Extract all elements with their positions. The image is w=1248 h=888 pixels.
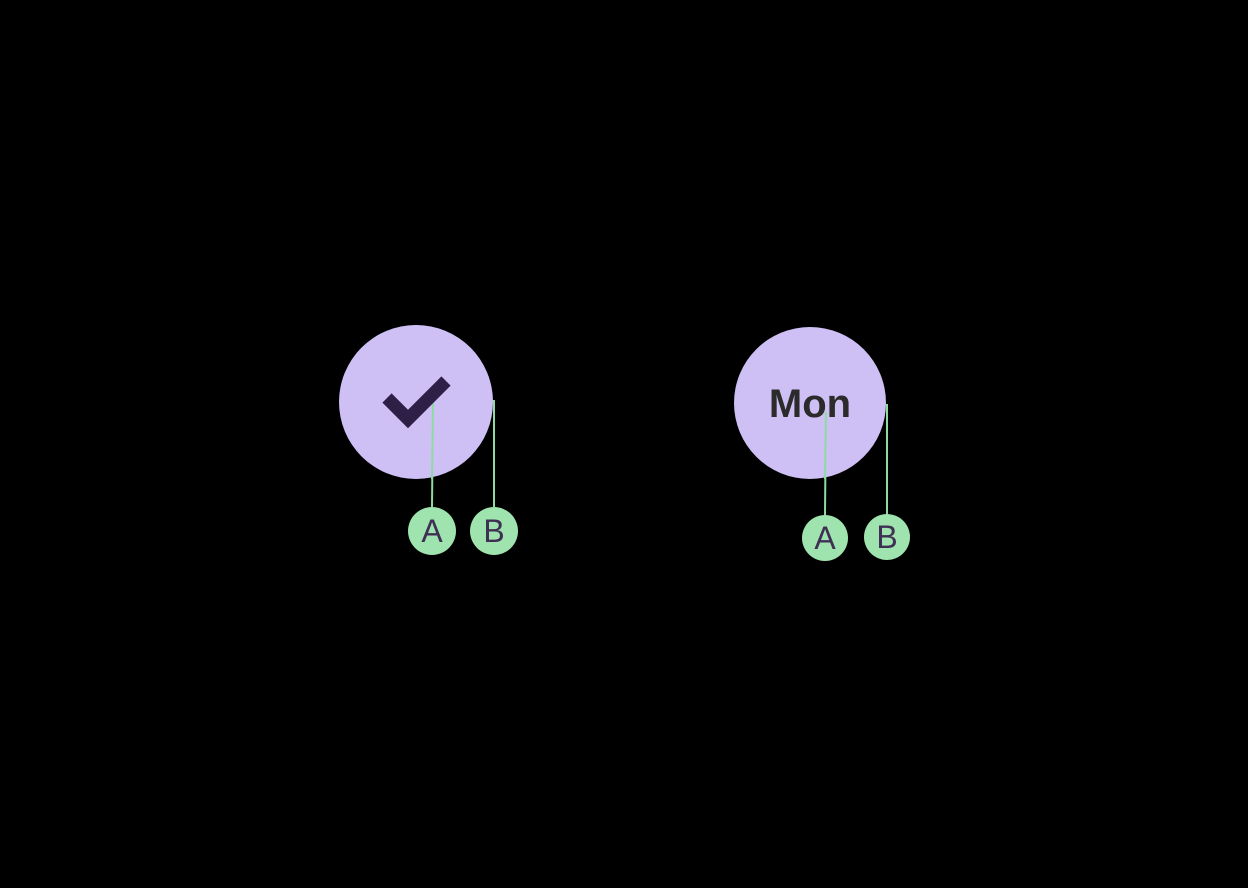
check-icon	[382, 376, 451, 429]
node-right-b-label: B	[876, 519, 897, 555]
node-right-a-circle[interactable]	[802, 515, 848, 561]
node-mon-circle[interactable]	[734, 327, 886, 479]
cluster-check: A B	[339, 325, 518, 555]
edge-check-to-a-overlay	[431, 399, 434, 480]
edge-mon-to-a-overlay	[824, 411, 827, 480]
node-left-b-label: B	[483, 513, 504, 549]
node-left-a-label: A	[421, 513, 443, 549]
node-right-a-label: A	[814, 520, 836, 556]
cluster-mon: Mon A B	[734, 327, 910, 561]
node-right-b-circle[interactable]	[864, 514, 910, 560]
node-left-b-circle[interactable]	[470, 507, 518, 555]
node-left-a-circle[interactable]	[408, 507, 456, 555]
node-mon-label: Mon	[769, 382, 851, 426]
